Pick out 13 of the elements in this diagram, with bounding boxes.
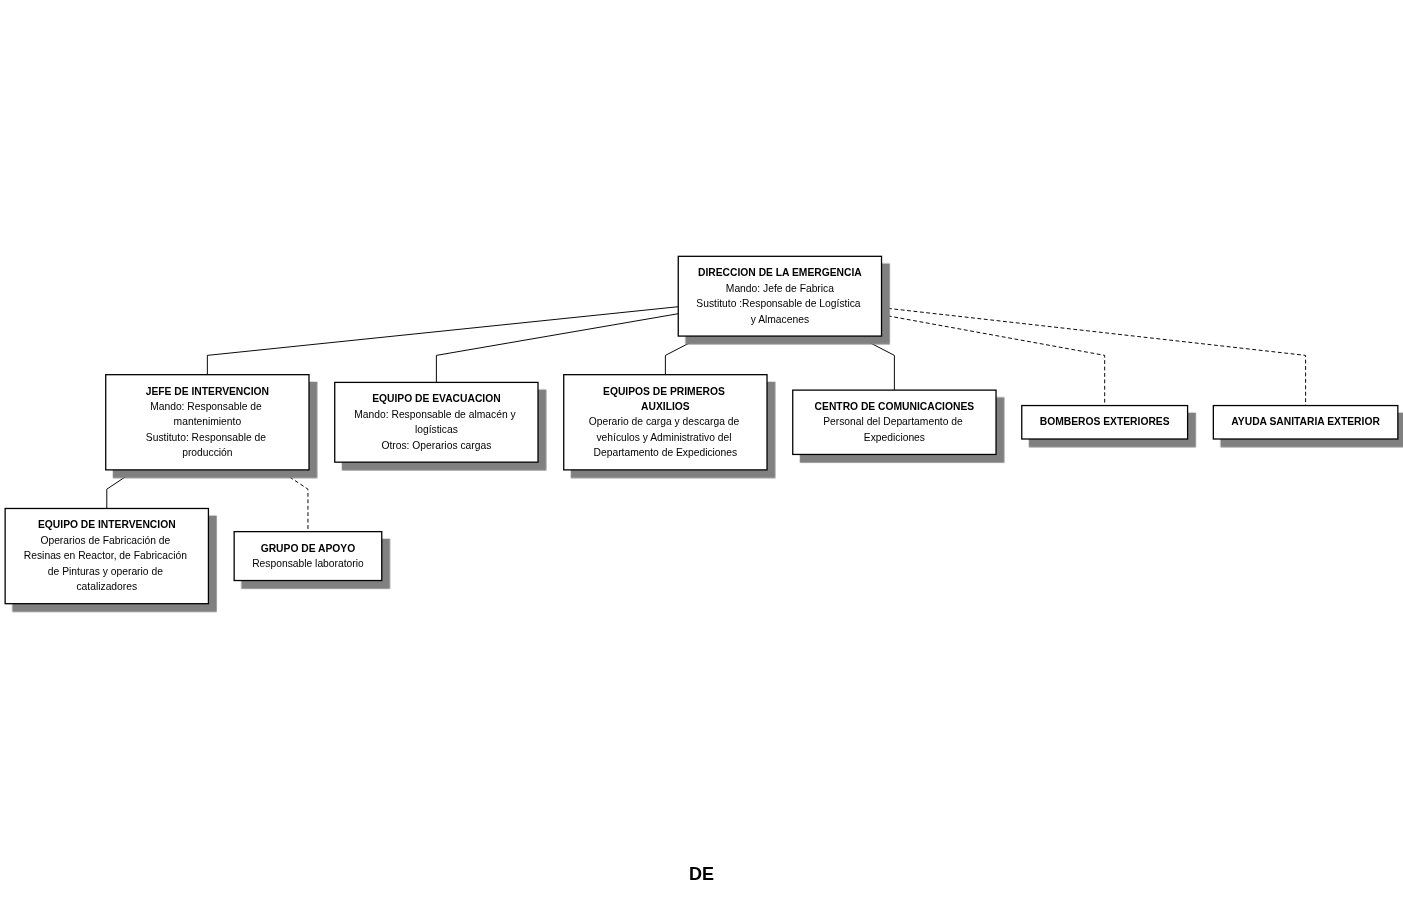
connector xyxy=(106,469,137,509)
connector xyxy=(206,306,679,376)
connector xyxy=(435,313,679,383)
node-box: DIRECCION DE LA EMERGENCIA Mando: Jefe de Fabrica Sustituto :Responsable de Logística y Almacenes xyxy=(677,255,883,337)
node-box: EQUIPO DE EVACUACION Mando: Responsable de almacén y logísticas Otros: Operarios cargas xyxy=(334,381,539,463)
node-box: JEFE DE INTERVENCION Mando: Responsable de mantenimiento Sustituto: Responsable de producción xyxy=(105,374,310,471)
node-box: EQUIPOS DE PRIMEROS AUXILIOS Operario de carga y descarga de vehículos y Administrativo del Departamento de Expediciones xyxy=(563,374,768,471)
node-box: CENTRO DE COMUNICACIONES Personal del Departamento de Expediciones xyxy=(792,389,997,456)
node-box: GRUPO DE APOYO Responsable laboratorio xyxy=(233,531,383,582)
node-box: BOMBEROS EXTERIORES xyxy=(1021,404,1189,440)
node-box: AYUDA SANITARIA EXTERIOR xyxy=(1212,404,1399,440)
node-box: EQUIPO DE INTERVENCION Operarios de Fabricación de Resinas en Reactor, de Fabricación de Pinturas y operario de catalizadores xyxy=(4,507,210,605)
text-label: DE xyxy=(689,864,714,885)
